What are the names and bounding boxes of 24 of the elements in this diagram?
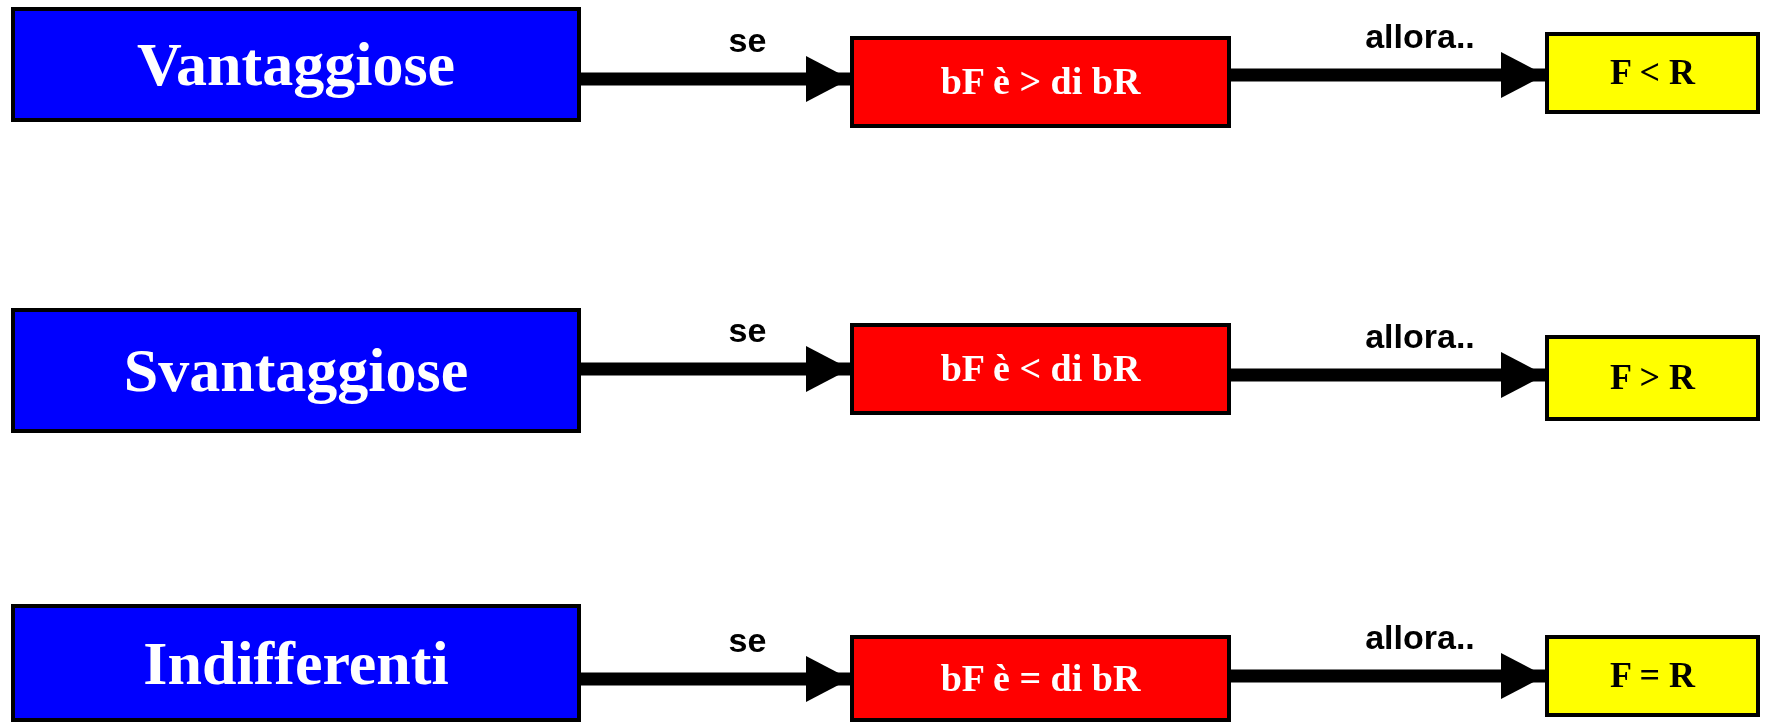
- arrow: [1231, 352, 1545, 398]
- arrow: [581, 56, 850, 102]
- arrow: [581, 656, 850, 702]
- category-box: [1545, 635, 1760, 717]
- arrow: [1231, 52, 1545, 98]
- box-label: bF è > di bR: [940, 61, 1141, 103]
- box-label: bF è < di bR: [940, 348, 1141, 390]
- category-box: [850, 635, 1231, 722]
- box-label: F > R: [1609, 358, 1696, 398]
- box-label: Vantaggiose: [136, 30, 456, 99]
- category-box: [1545, 335, 1760, 421]
- category-box: [11, 604, 581, 722]
- category-box: [11, 7, 581, 122]
- box-label: bF è = di bR: [940, 657, 1141, 700]
- box-label: F < R: [1609, 53, 1696, 93]
- box-label: F = R: [1609, 656, 1696, 696]
- box-label: Svantaggiose: [123, 336, 469, 405]
- category-box: [1545, 32, 1760, 114]
- arrow: [1231, 653, 1545, 699]
- category-box: [850, 323, 1231, 415]
- box-label: Indifferenti: [143, 628, 449, 698]
- arrow: [581, 346, 850, 392]
- category-box: [850, 36, 1231, 128]
- category-box: [11, 308, 581, 433]
